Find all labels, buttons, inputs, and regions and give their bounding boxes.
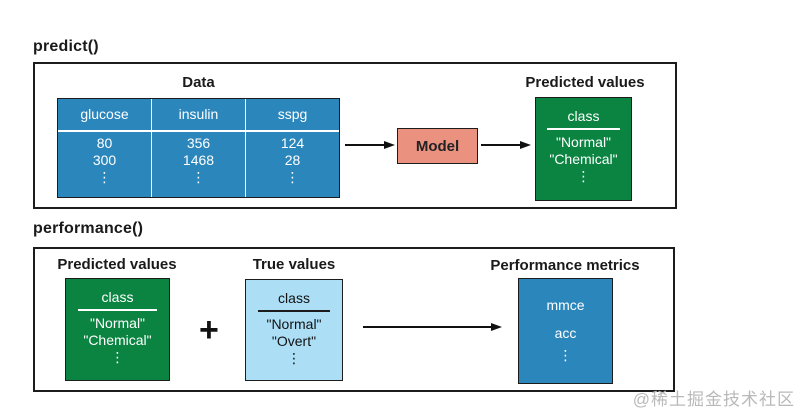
ellipsis: ⋮	[287, 349, 301, 366]
ellipsis: ⋮	[558, 347, 573, 363]
column-header: glucose	[80, 106, 129, 122]
arrow-data-to-model	[345, 140, 395, 150]
cell-value: "Normal"	[555, 133, 612, 150]
cell-value: "Chemical"	[549, 150, 618, 167]
column-values: "Normal" "Chemical" ⋮	[536, 134, 631, 184]
column-header: insulin	[178, 106, 219, 122]
cell-value: mmce	[546, 297, 585, 313]
class-header: class	[101, 289, 134, 305]
ellipsis: ⋮	[97, 169, 112, 185]
data-table-column-sspg: sspg 124 28 ⋮	[245, 99, 339, 197]
performance-function-label: performance()	[33, 220, 144, 237]
performance-metrics-title: Performance metrics	[490, 257, 640, 274]
header-divider-line	[58, 130, 339, 132]
column-values: mmce acc ⋮	[519, 279, 612, 363]
predicted-values-title: Predicted values	[525, 74, 645, 91]
column-values: 124 28 ⋮	[246, 130, 339, 185]
cell-value: 300	[92, 152, 117, 168]
header-divider-line	[78, 309, 157, 311]
data-table-column-insulin: insulin 356 1468 ⋮	[151, 99, 245, 197]
cell-value: 124	[280, 135, 305, 151]
arrow-head-icon	[384, 141, 395, 149]
data-table-column-glucose: glucose 80 300 ⋮	[58, 99, 151, 197]
performance-predicted-values-title: Predicted values	[57, 256, 177, 273]
column-values: "Normal" "Chemical" ⋮	[66, 315, 169, 365]
arrow-head-icon	[491, 323, 502, 331]
cell-value: "Overt"	[271, 332, 317, 349]
arrow-shaft	[481, 144, 520, 146]
column-values: 80 300 ⋮	[58, 130, 151, 185]
predicted-values-table: class "Normal" "Chemical" ⋮	[535, 97, 632, 201]
arrow-to-performance-metrics	[363, 322, 502, 332]
header-divider-line	[257, 310, 331, 312]
arrow-head-icon	[520, 141, 531, 149]
true-values-table: class "Normal" "Overt" ⋮	[245, 279, 343, 381]
arrow-shaft	[345, 144, 384, 146]
cell-value: "Normal"	[89, 314, 146, 331]
arrow-shaft	[363, 326, 491, 328]
cell-value: "Chemical"	[83, 331, 152, 348]
ellipsis: ⋮	[285, 169, 300, 185]
plus-sign: +	[199, 311, 219, 349]
ellipsis: ⋮	[110, 348, 125, 365]
model-box: Model	[397, 128, 478, 164]
cell-value: 80	[96, 135, 113, 151]
column-header: sspg	[277, 106, 308, 122]
cell-value: 1468	[182, 152, 215, 168]
data-table: glucose 80 300 ⋮ insulin 356 1468 ⋮ sspg…	[57, 98, 340, 198]
class-header: class	[278, 290, 310, 306]
column-values: 356 1468 ⋮	[152, 130, 245, 185]
cell-value: acc	[554, 325, 577, 341]
header-divider-line	[547, 128, 620, 130]
data-table-title: Data	[182, 74, 215, 91]
performance-predicted-values-table: class "Normal" "Chemical" ⋮	[65, 278, 170, 381]
cell-value: 356	[186, 135, 211, 151]
cell-value: "Normal"	[266, 315, 322, 332]
predict-function-label: predict()	[33, 38, 99, 55]
true-values-title: True values	[252, 256, 336, 273]
watermark-text: @稀土掘金技术社区	[632, 390, 795, 409]
cell-value: 28	[284, 152, 301, 168]
class-header: class	[567, 108, 600, 124]
performance-metrics-table: mmce acc ⋮	[518, 278, 613, 384]
column-values: "Normal" "Overt" ⋮	[246, 316, 342, 366]
ellipsis: ⋮	[191, 169, 206, 185]
arrow-model-to-predicted	[481, 140, 531, 150]
model-label: Model	[415, 137, 460, 155]
ellipsis: ⋮	[576, 167, 591, 184]
